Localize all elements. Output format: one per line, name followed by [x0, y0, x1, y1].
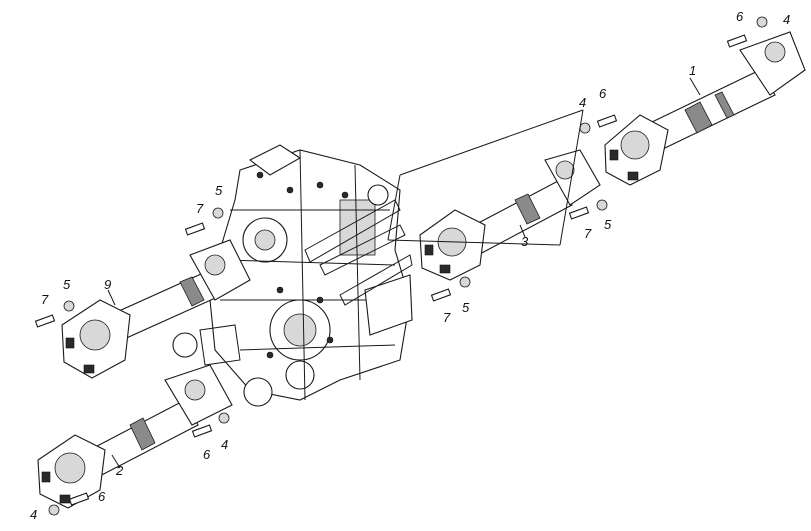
- callout-7-upper: 7: [196, 201, 204, 216]
- propeller-shaft-2: [37, 364, 233, 509]
- callouts: 1 2 3 4 4 4 4 5 5 5 5 6 6 6 6 7 7 7 7 9: [30, 9, 790, 522]
- callout-4-top: 4: [783, 12, 790, 27]
- callout-3: 3: [521, 234, 529, 249]
- callout-6-bottom: 6: [203, 447, 211, 462]
- callout-7-left: 7: [41, 292, 49, 307]
- callout-1: 1: [689, 63, 696, 78]
- callout-4-bottom: 4: [221, 437, 228, 452]
- callout-6-mid: 6: [599, 86, 607, 101]
- leader-lines: [107, 77, 701, 469]
- callout-5-right: 5: [604, 217, 612, 232]
- propeller-shaft-3: [419, 149, 601, 281]
- callout-9: 9: [104, 277, 111, 292]
- callout-7-right: 7: [584, 226, 592, 241]
- propeller-shaft-1: [604, 31, 806, 186]
- callout-2: 2: [115, 463, 124, 478]
- transfer-case: [172, 144, 413, 407]
- propeller-shaft-9: [61, 239, 251, 379]
- callout-4-left: 4: [30, 507, 37, 522]
- callout-5-upper: 5: [215, 183, 223, 198]
- callout-4-mid: 4: [579, 95, 586, 110]
- fasteners: [34, 16, 768, 516]
- callout-5-centre: 5: [462, 300, 470, 315]
- callout-7-centre: 7: [443, 310, 451, 325]
- callout-5-left: 5: [63, 277, 71, 292]
- callout-6-top: 6: [736, 9, 744, 24]
- callout-6-left: 6: [98, 489, 106, 504]
